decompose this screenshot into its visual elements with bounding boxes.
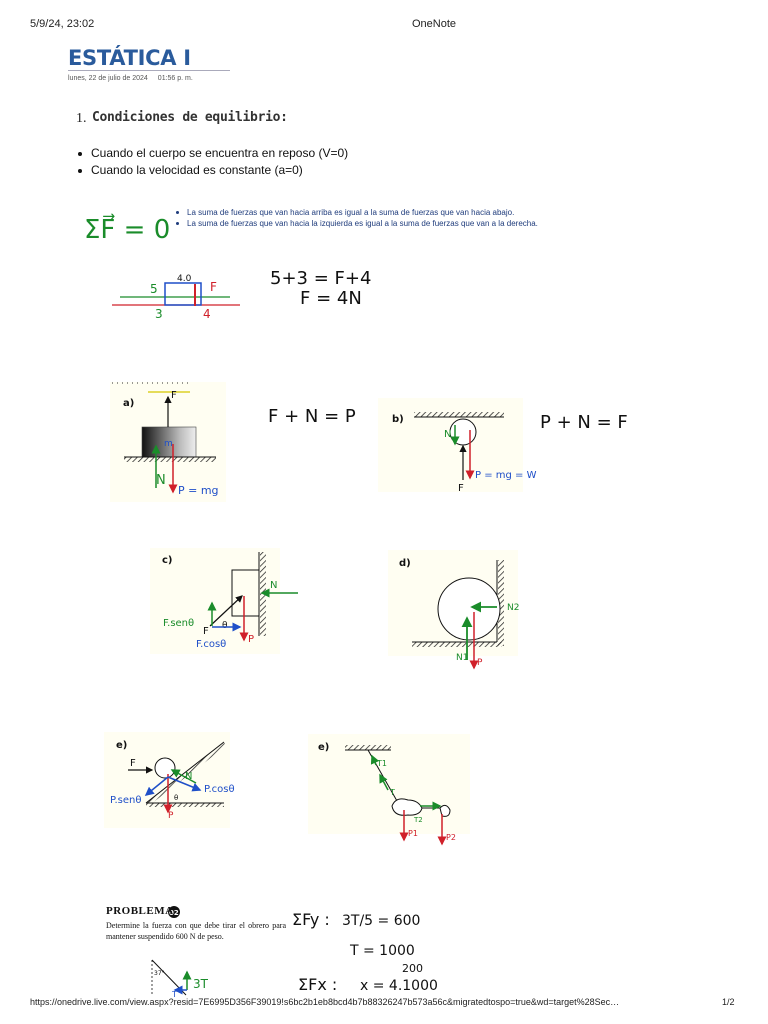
page-title[interactable]: ESTÁTICA I: [68, 46, 191, 70]
diagram-c-fcos: F.cosθ: [196, 639, 226, 650]
diagram-e1: e) F N P P.senθ P.cosθ θ: [104, 732, 235, 828]
diagram-c-weight: P: [248, 634, 254, 645]
diagram-e1-force: F: [130, 758, 136, 769]
diagram-a-mass: m: [164, 439, 173, 449]
diagram-a-force: F: [171, 390, 177, 401]
diagram-c-angle: θ: [222, 621, 228, 631]
diagram-d: d) N1 N2 P: [388, 550, 519, 670]
diagram-a-weight: P = mg: [178, 484, 219, 497]
example-diagram: 4.0 5 3 F 4: [112, 274, 240, 321]
footer-url: https://onedrive.live.com/view.aspx?resi…: [30, 997, 620, 1007]
section-bullets: Cuando el cuerpo se encuentra en reposo …: [78, 145, 348, 179]
example-label-3: 3: [155, 307, 163, 321]
page-time: 01:56 p. m.: [157, 75, 193, 82]
problem-eq1-rhs: 3T/5 = 600: [342, 913, 420, 929]
diagram-e2: e) T1 T T2 P1 P2: [308, 734, 470, 846]
example-label-5: 5: [150, 282, 158, 296]
problem-text: Determine la fuerza con que debe tirar e…: [106, 921, 286, 941]
problem-figure: 02 37° 3T T: [151, 906, 209, 999]
footer-page-number: 1/2: [722, 997, 735, 1007]
diagram-b-weight: P = mg = W: [475, 470, 537, 481]
page-metadata: lunes, 22 de julio de 2024 01:56 p. m.: [68, 75, 193, 82]
diagram-d-n2: N2: [507, 603, 519, 613]
section-title[interactable]: Condiciones de equilibrio:: [92, 110, 288, 125]
example-label-top: 4.0: [177, 274, 192, 284]
problem-fig-force: T: [171, 990, 177, 999]
diagram-a-equation: F + N = P: [268, 406, 356, 427]
problem-fig-angle: 37°: [154, 970, 165, 977]
print-date: 5/9/24, 23:02: [30, 18, 95, 30]
problem-number: 02: [169, 909, 179, 917]
diagram-e1-label: e): [116, 740, 127, 751]
page-date: lunes, 22 de julio de 2024: [68, 75, 148, 82]
problem-eq3-extra: 200: [402, 962, 423, 975]
example-equation-2: F = 4N: [300, 288, 362, 309]
diagram-e1-normal: N: [185, 771, 192, 782]
diagram-e1-weight: P: [168, 811, 174, 821]
problem-fig-t: 3T: [193, 977, 209, 991]
problem-eq2: T = 1000: [349, 943, 415, 959]
diagram-a-normal: N: [156, 473, 166, 488]
diagram-e1-pcos: P.cosθ: [204, 784, 235, 795]
sum-note-bullets: La suma de fuerzas que van hacia arriba …: [174, 207, 564, 229]
diagram-c: c) F θ N F.senθ F.cosθ P: [150, 548, 298, 654]
diagram-a-label: a): [123, 398, 134, 409]
print-app-name: OneNote: [412, 18, 457, 30]
diagram-e2-p1: P1: [408, 829, 418, 838]
diagram-e1-angle: θ: [174, 794, 178, 802]
diagram-e2-t2: T2: [413, 816, 423, 824]
diagram-c-label: c): [162, 555, 173, 566]
diagram-d-label: d): [399, 558, 411, 569]
list-item[interactable]: Cuando la velocidad es constante (a=0): [78, 162, 348, 179]
problem-eq3-rhs: x = 4.1000: [360, 978, 438, 994]
sum-formula: ΣF⃗ = 0: [84, 213, 170, 245]
diagram-e1-psen: P.senθ: [110, 795, 141, 806]
diagram-b-force: F: [458, 483, 464, 494]
diagram-e2-p2: P2: [446, 833, 456, 842]
diagram-b-label: b): [392, 414, 404, 425]
problem-eq1-lhs: ΣFy :: [292, 910, 330, 929]
diagram-b: b) F N P = mg = W: [378, 398, 537, 494]
diagram-b-normal: N: [444, 429, 451, 440]
list-item[interactable]: Cuando el cuerpo se encuentra en reposo …: [78, 145, 348, 162]
example-label-f: F: [210, 280, 217, 294]
diagram-c-normal: N: [270, 580, 277, 591]
title-divider: [68, 70, 230, 71]
list-item[interactable]: La suma de fuerzas que van hacia arriba …: [174, 207, 564, 218]
diagram-a: a) F m N P = mg: [110, 382, 226, 502]
diagram-c-force: F: [203, 626, 209, 637]
diagram-e2-t1: T1: [376, 759, 387, 768]
example-label-4: 4: [203, 307, 211, 321]
diagram-d-n1: N1: [456, 653, 468, 663]
diagram-e2-t: T: [389, 788, 395, 797]
diagram-b-equation: P + N = F: [540, 412, 628, 433]
example-equation-1: 5+3 = F+4: [270, 268, 371, 289]
diagram-c-fsen: F.senθ: [163, 618, 194, 629]
problem-eq3-lhs: ΣFx :: [298, 975, 337, 994]
section-number: 1.: [76, 111, 87, 126]
problem-number-badge: [168, 906, 180, 918]
problem-title: PROBLEMA: [106, 905, 174, 917]
list-item[interactable]: La suma de fuerzas que van hacia la izqu…: [174, 218, 564, 229]
diagram-d-weight: P: [477, 658, 483, 668]
diagram-e2-label: e): [318, 742, 329, 753]
